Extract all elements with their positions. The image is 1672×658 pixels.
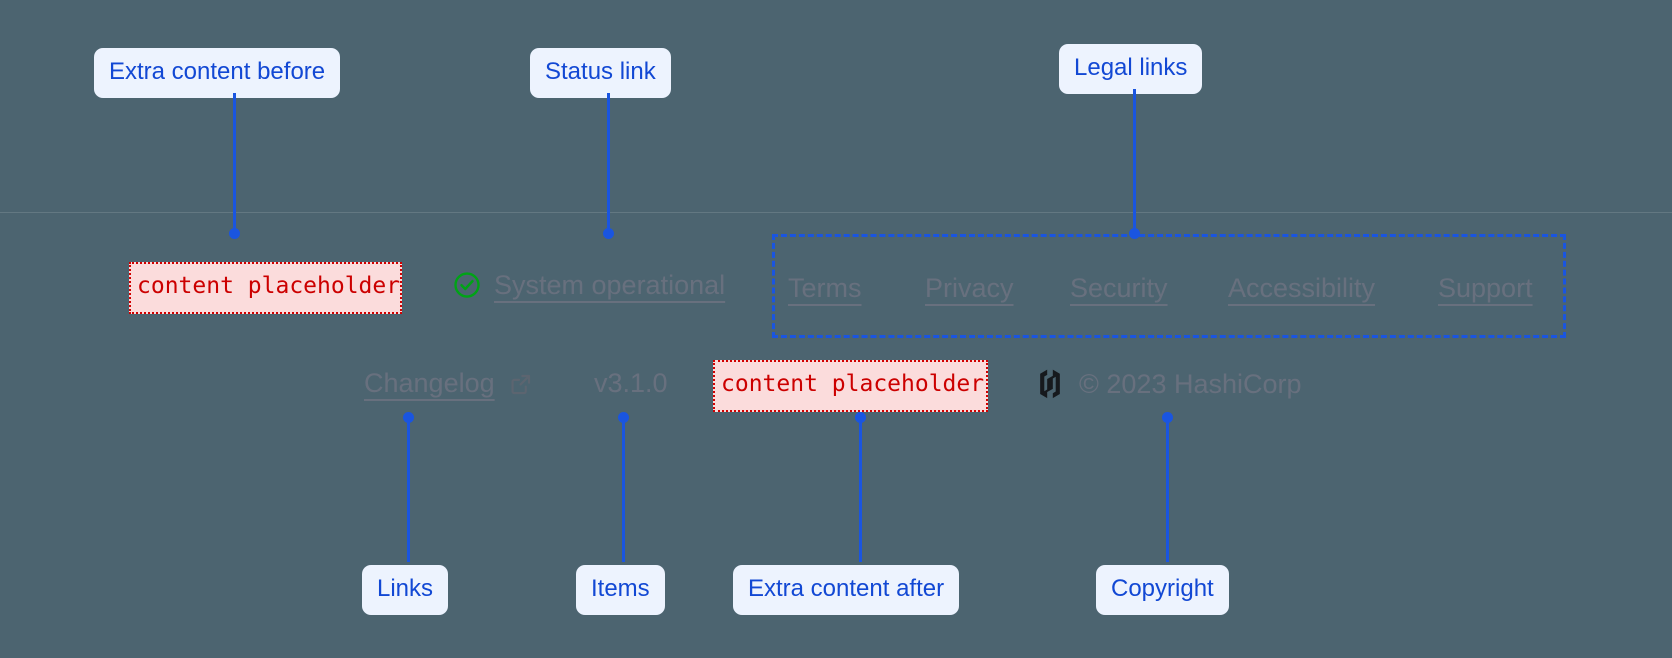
copyright: © 2023 HashiCorp <box>1035 368 1302 400</box>
callout-extra-content-before: Extra content before <box>94 48 341 98</box>
status-link-label: System operational <box>494 269 726 300</box>
check-circle-icon <box>454 272 480 298</box>
callout-status-link: Status link <box>530 48 671 98</box>
callout-links: Links <box>362 565 449 615</box>
footer-link-privacy[interactable]: Privacy <box>925 273 1014 303</box>
footer-link-support[interactable]: Support <box>1438 273 1533 303</box>
copyright-text: © 2023 HashiCorp <box>1079 368 1302 399</box>
leader-line-status-link <box>607 93 610 233</box>
leader-line-extra-content-after <box>859 417 862 562</box>
placeholder-before: content placeholder <box>129 262 402 314</box>
callout-copyright: Copyright <box>1096 565 1229 615</box>
callout-extra-content-after: Extra content after <box>733 565 960 615</box>
leader-dot-extra-content-before <box>229 228 240 239</box>
leader-line-links <box>407 417 410 562</box>
hashicorp-logo <box>1040 369 1060 399</box>
changelog-label: Changelog <box>364 368 495 398</box>
leader-line-extra-content-before <box>233 93 236 233</box>
leader-line-items <box>622 417 625 562</box>
footer-top-divider <box>0 212 1672 213</box>
leader-line-legal-links <box>1133 89 1136 233</box>
leader-line-copyright <box>1166 417 1169 562</box>
callout-items: Items <box>576 565 665 615</box>
version-label: v3.1.0 <box>594 368 668 398</box>
changelog-link[interactable]: Changelog <box>364 370 534 397</box>
footer-link-security[interactable]: Security <box>1070 273 1168 303</box>
callout-legal-links: Legal links <box>1059 44 1203 94</box>
footer-link-terms[interactable]: Terms <box>788 273 862 303</box>
placeholder-after: content placeholder <box>713 360 988 412</box>
status-link[interactable]: System operational <box>452 270 725 300</box>
external-link-icon <box>511 374 530 394</box>
leader-dot-status-link <box>603 228 614 239</box>
footer-link-accessibility[interactable]: Accessibility <box>1228 273 1376 303</box>
leader-dot-legal-links <box>1129 228 1140 239</box>
